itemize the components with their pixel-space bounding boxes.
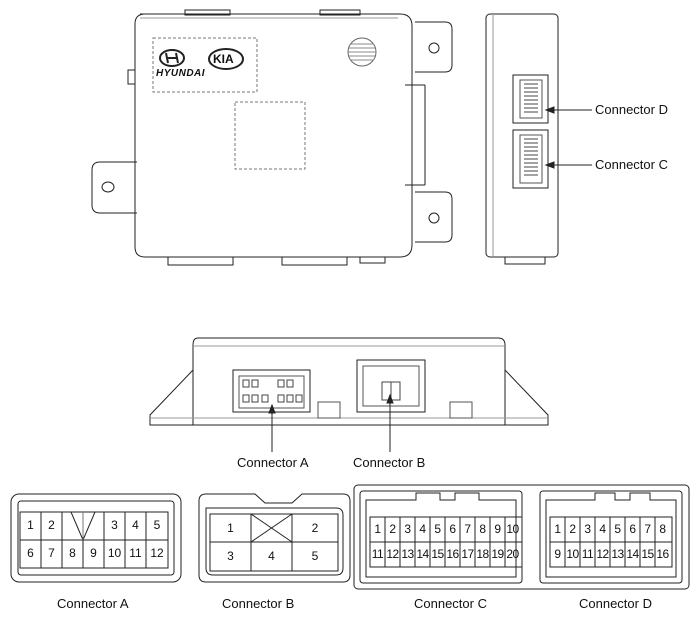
label-connector-d: Connector D <box>595 102 668 117</box>
pin-label: 4 <box>132 518 139 532</box>
pin-label: 2 <box>311 521 319 535</box>
caption-connector-a: Connector A <box>57 596 129 611</box>
pin-label: 6 <box>449 522 456 536</box>
pin-label: 9 <box>494 522 501 536</box>
pin-label: 16 <box>656 547 669 561</box>
caption-connector-c: Connector C <box>414 596 487 611</box>
label-connector-a: Connector A <box>237 455 309 470</box>
label-connector-b: Connector B <box>353 455 426 470</box>
pin-label: 10 <box>506 522 519 536</box>
pin-label: 13 <box>401 547 414 561</box>
pin-label: 19 <box>491 547 504 561</box>
pin-label: 2 <box>569 522 576 536</box>
pin-label: 14 <box>416 547 429 561</box>
pin-label: 8 <box>659 522 666 536</box>
pin-label: 6 <box>27 546 34 560</box>
label-connector-c: Connector C <box>595 157 668 172</box>
hyundai-logo-text: HYUNDAI <box>156 68 206 79</box>
pin-label: 5 <box>153 518 161 532</box>
pin-label: 15 <box>641 547 654 561</box>
pin-label: 5 <box>614 522 621 536</box>
pin-label: 8 <box>69 546 76 560</box>
connector-b-face <box>198 493 351 583</box>
pin-label: 1 <box>27 518 34 532</box>
pin-label: 1 <box>227 521 234 535</box>
pin-label: 12 <box>386 547 399 561</box>
pin-label: 4 <box>419 522 426 536</box>
pin-label: 9 <box>90 546 97 560</box>
pin-label: 1 <box>374 522 381 536</box>
caption-connector-d: Connector D <box>579 596 652 611</box>
pin-label: 7 <box>464 522 471 536</box>
pin-label: 10 <box>107 546 122 560</box>
pin-label: 20 <box>506 547 519 561</box>
caption-connector-b: Connector B <box>222 596 295 611</box>
pin-label: 4 <box>268 549 275 563</box>
module-bottom-view <box>149 337 549 452</box>
pin-label: 2 <box>389 522 396 536</box>
pin-label: 11 <box>129 546 142 560</box>
connector-cd-face <box>353 484 690 590</box>
pin-label: 3 <box>404 522 411 536</box>
pin-label: 12 <box>596 547 609 561</box>
pin-label: 14 <box>626 547 639 561</box>
pin-label: 7 <box>644 522 651 536</box>
pin-label: 6 <box>629 522 636 536</box>
pin-label: 3 <box>584 522 591 536</box>
module-front-view <box>91 9 453 266</box>
pin-label: 9 <box>554 547 561 561</box>
pin-label: 3 <box>111 518 118 532</box>
pin-label: 17 <box>461 547 474 561</box>
module-side-view <box>485 13 592 265</box>
pin-label: 13 <box>611 547 624 561</box>
kia-logo-text: KIA <box>213 52 234 66</box>
connector-a-face <box>10 493 182 583</box>
pin-label: 5 <box>434 522 441 536</box>
pin-label: 8 <box>479 522 486 536</box>
pin-label: 11 <box>581 547 594 561</box>
pin-label: 10 <box>566 547 579 561</box>
pin-label: 1 <box>554 522 561 536</box>
pin-label: 16 <box>446 547 459 561</box>
pin-label: 7 <box>48 546 55 560</box>
pin-label: 5 <box>311 549 319 563</box>
pin-label: 4 <box>599 522 606 536</box>
pin-label: 11 <box>371 547 384 561</box>
pin-label: 12 <box>150 546 164 560</box>
pin-label: 18 <box>476 547 489 561</box>
pin-label: 15 <box>431 547 444 561</box>
pin-label: 2 <box>48 518 55 532</box>
pin-label: 3 <box>227 549 234 563</box>
